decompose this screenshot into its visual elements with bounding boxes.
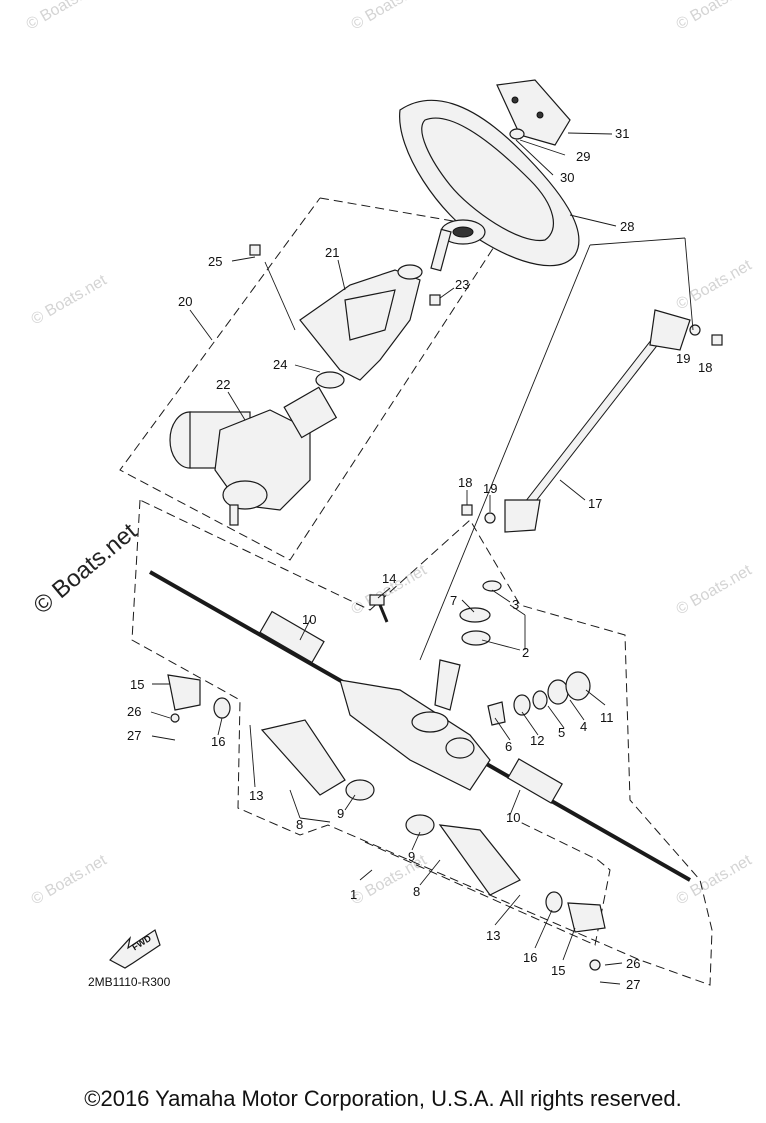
callout-2: 2: [522, 645, 529, 660]
watermark: © Boats.net: [674, 562, 756, 619]
steering-pad: [496, 79, 571, 146]
leader-lines: [150, 132, 694, 985]
callout-10: 10: [302, 612, 316, 627]
callout-8: 8: [413, 884, 420, 899]
callout-19: 19: [676, 351, 690, 366]
callout-13: 13: [249, 788, 263, 803]
callout-27: 27: [626, 977, 640, 992]
intermediate-shaft: [504, 309, 691, 533]
callout-6: 6: [505, 739, 512, 754]
callout-21: 21: [325, 245, 339, 260]
callout-29: 29: [576, 149, 590, 164]
group-20-outline: [119, 197, 506, 561]
callout-23: 23: [455, 277, 469, 292]
callout-16: 16: [523, 950, 537, 965]
callout-27: 27: [127, 728, 141, 743]
callout-3: 3: [512, 597, 519, 612]
bolts: [249, 244, 723, 623]
steering-wheel: [399, 99, 580, 267]
callout-16: 16: [211, 734, 225, 749]
callout-14: 14: [382, 571, 396, 586]
watermark: © Boats.net: [674, 257, 756, 314]
callout-24: 24: [273, 357, 287, 372]
watermark: © Boats.net: [674, 852, 756, 909]
callout-26: 26: [127, 704, 141, 719]
watermark: © Boats.net: [349, 0, 431, 33]
callout-20: 20: [178, 294, 192, 309]
callout-28: 28: [620, 219, 634, 234]
callout-25: 25: [208, 254, 222, 269]
callout-13: 13: [486, 928, 500, 943]
callout-22: 22: [216, 377, 230, 392]
callout-15: 15: [130, 677, 144, 692]
callout-12: 12: [530, 733, 544, 748]
tie-rod-ends: [167, 674, 606, 971]
watermark-large: © Boats.net: [29, 518, 143, 620]
eps-unit: [169, 371, 345, 526]
adjuster-parts: [487, 671, 591, 726]
callout-26: 26: [626, 956, 640, 971]
watermark: © Boats.net: [29, 852, 111, 909]
callout-11: 11: [600, 710, 614, 725]
callout-8: 8: [296, 817, 303, 832]
group-1-outline: [131, 499, 713, 986]
watermark: © Boats.net: [349, 852, 431, 909]
callout-19: 19: [483, 481, 497, 496]
group-1-lower: [364, 821, 611, 946]
callout-1: 1: [350, 887, 357, 902]
callout-7: 7: [450, 593, 457, 608]
watermark: © Boats.net: [29, 272, 111, 329]
watermark: © Boats.net: [24, 0, 106, 33]
callout-5: 5: [558, 725, 565, 740]
watermark: © Boats.net: [674, 0, 756, 33]
watermarks: © Boats.net © Boats.net © Boats.net © Bo…: [24, 0, 756, 908]
callout-9: 9: [408, 849, 415, 864]
column-bracket: [299, 228, 452, 381]
callout-18: 18: [458, 475, 472, 490]
copyright-notice: ©2016 Yamaha Motor Corporation, U.S.A. A…: [84, 1086, 682, 1111]
callout-17: 17: [588, 496, 602, 511]
callouts: 31 29 30 28 25 21 23 20 24 19 18 22 17 1…: [127, 126, 712, 992]
rack-assembly: [149, 570, 691, 882]
fwd-arrow: FWD: [109, 929, 161, 969]
callout-30: 30: [560, 170, 574, 185]
group-outlines: [119, 197, 713, 986]
callout-10: 10: [506, 810, 520, 825]
callout-4: 4: [580, 719, 587, 734]
callout-9: 9: [337, 806, 344, 821]
diagram-code: 2MB1110-R300: [88, 975, 171, 989]
callout-15: 15: [551, 963, 565, 978]
callout-18: 18: [698, 360, 712, 375]
callout-31: 31: [615, 126, 629, 141]
boots: [260, 719, 521, 896]
